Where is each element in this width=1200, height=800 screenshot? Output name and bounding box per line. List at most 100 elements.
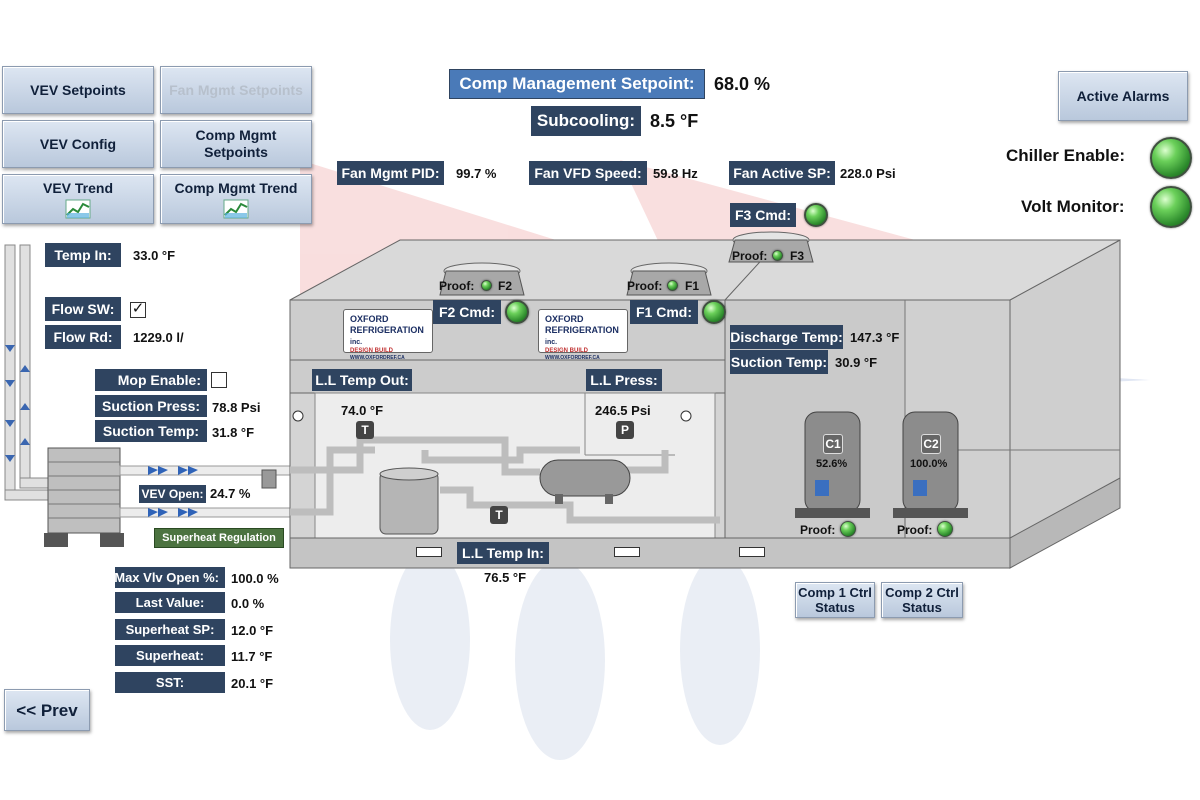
c1-proof-label: Proof: xyxy=(800,523,836,537)
prev-label: << Prev xyxy=(16,700,78,720)
ll-press-label: L.L Press: xyxy=(586,369,662,391)
f3-proof-label: Proof: xyxy=(732,249,768,263)
vev-trend-label: VEV Trend xyxy=(42,180,114,196)
sst-label: SST: xyxy=(115,672,225,693)
comp-mgmt-trend-button[interactable]: Comp Mgmt Trend xyxy=(160,174,312,224)
base-slot xyxy=(614,547,640,557)
f2-proof-indicator xyxy=(481,280,492,291)
inlet-pipes xyxy=(4,244,51,501)
heat-exchanger xyxy=(44,447,124,547)
logo-tagline: DESIGN BUILD xyxy=(545,348,589,354)
compressor-c2 xyxy=(893,411,968,518)
superheat-regulation-button[interactable]: Superheat Regulation xyxy=(154,528,284,548)
receiver-tank xyxy=(379,467,439,535)
comp1-status-line2: Status xyxy=(815,600,855,615)
comp1-ctrl-status-button[interactable]: Comp 1 Ctrl Status xyxy=(795,582,875,618)
vev-open-value: 24.7 % xyxy=(210,486,251,501)
comp-mgmt-setpoints-button[interactable]: Comp Mgmt Setpoints xyxy=(160,120,312,168)
f1-name: F1 xyxy=(685,279,700,293)
logo-suffix: inc. xyxy=(350,339,363,346)
ll-temp-in-sensor-icon: T xyxy=(490,506,508,524)
f1-proof-indicator xyxy=(667,280,678,291)
comp-mgmt-setpoint-label: Comp Management Setpoint: xyxy=(449,69,705,99)
chiller-enable-indicator xyxy=(1150,137,1192,179)
c2-proof-indicator xyxy=(937,521,953,537)
suction-press-value: 78.8 Psi xyxy=(212,400,261,415)
f3-proof-indicator xyxy=(772,250,783,261)
f3-name: F3 xyxy=(790,249,805,263)
vev-setpoints-button[interactable]: VEV Setpoints xyxy=(2,66,154,114)
fan-mgmt-pid-value: 99.7 % xyxy=(456,166,497,181)
comp1-status-line1: Comp 1 Ctrl xyxy=(798,585,872,600)
suction-pipes xyxy=(119,465,291,518)
logo-tagline: DESIGN BUILD xyxy=(350,348,394,354)
superheat-label: Superheat: xyxy=(115,645,225,666)
f2-cmd-label: F2 Cmd: xyxy=(433,300,501,324)
internal-piping xyxy=(290,436,720,524)
fan-f3-icon xyxy=(728,231,814,263)
logo-line2: REFRIGERATION xyxy=(350,325,424,335)
ll-temp-out-sensor-icon: T xyxy=(356,421,374,439)
fan-vfd-speed-label: Fan VFD Speed: xyxy=(529,161,647,185)
comp-mgmt-setpoints-label-2: Setpoints xyxy=(204,144,268,160)
temp-in-value: 33.0 °F xyxy=(133,248,176,263)
f1-cmd-indicator xyxy=(702,300,726,324)
vev-trend-button[interactable]: VEV Trend xyxy=(2,174,154,224)
active-alarms-button[interactable]: Active Alarms xyxy=(1058,71,1188,121)
f3-cmd-label: F3 Cmd: xyxy=(730,203,796,227)
liquid-receiver xyxy=(539,459,631,504)
fan-active-sp-label: Fan Active SP: xyxy=(729,161,835,185)
f2-name: F2 xyxy=(498,279,513,293)
fan-mgmt-pid-label: Fan Mgmt PID: xyxy=(337,161,444,185)
compressor-c1 xyxy=(795,411,870,518)
suction-temp-comp-value: 30.9 °F xyxy=(835,355,878,370)
discharge-temp-value: 147.3 °F xyxy=(850,330,900,345)
prev-button[interactable]: << Prev xyxy=(4,689,90,731)
unit-base xyxy=(289,537,1011,569)
last-value-label: Last Value: xyxy=(115,592,225,613)
suction-press-label: Suction Press: xyxy=(95,395,207,417)
vev-config-label: VEV Config xyxy=(39,135,117,152)
trend-chart-icon xyxy=(223,199,249,219)
base-slot xyxy=(739,547,765,557)
ll-press-value: 246.5 Psi xyxy=(595,403,651,418)
mop-enable-checkbox[interactable] xyxy=(211,372,227,388)
ll-press-sensor-icon: P xyxy=(616,421,634,439)
logo-line1: OXFORD xyxy=(350,314,389,324)
logo-line2: REFRIGERATION xyxy=(545,325,619,335)
superheat-sp-label: Superheat SP: xyxy=(115,619,225,640)
ll-temp-out-value: 74.0 °F xyxy=(341,403,384,418)
trend-chart-icon xyxy=(65,199,91,219)
logo-suffix: inc. xyxy=(545,339,558,346)
vev-setpoints-label: VEV Setpoints xyxy=(30,81,126,98)
comp2-status-line2: Status xyxy=(902,600,942,615)
volt-monitor-label: Volt Monitor: xyxy=(1021,197,1125,216)
last-value-value: 0.0 % xyxy=(231,596,265,611)
fan-mgmt-setpoints-label: Fan Mgmt Setpoints xyxy=(169,81,303,98)
comp-mgmt-setpoints-label-1: Comp Mgmt xyxy=(195,127,277,143)
flow-sw-label: Flow SW: xyxy=(45,297,121,321)
superheat-sp-value: 12.0 °F xyxy=(231,623,274,638)
base-slot xyxy=(416,547,442,557)
max-vlv-open-label: Max Vlv Open %: xyxy=(114,567,225,588)
logo-url: WWW.OXFORDREF.CA xyxy=(350,355,405,361)
vev-config-button[interactable]: VEV Config xyxy=(2,120,154,168)
f1-proof-label: Proof: xyxy=(627,279,663,293)
temp-in-label: Temp In: xyxy=(45,243,121,267)
vev-open-label: VEV Open: xyxy=(139,485,206,503)
comp2-status-line1: Comp 2 Ctrl xyxy=(885,585,959,600)
mop-enable-label: Mop Enable: xyxy=(95,369,207,391)
fan-mgmt-setpoints-button[interactable]: Fan Mgmt Setpoints xyxy=(160,66,312,114)
comp2-ctrl-status-button[interactable]: Comp 2 Ctrl Status xyxy=(881,582,963,618)
volt-monitor-indicator xyxy=(1150,186,1192,228)
f1-cmd-label: F1 Cmd: xyxy=(630,300,698,324)
ll-temp-in-label: L.L Temp In: xyxy=(457,542,549,564)
subcooling-value: 8.5 °F xyxy=(650,111,699,131)
flow-sw-checkbox[interactable]: ✓ xyxy=(130,300,146,318)
comp-mgmt-trend-label: Comp Mgmt Trend xyxy=(174,180,298,196)
fan-vfd-speed-value: 59.8 Hz xyxy=(653,166,698,181)
oxford-logo-1: OXFORD REFRIGERATION inc. DESIGN BUILD W… xyxy=(343,309,433,361)
comp-mgmt-setpoint-value: 68.0 % xyxy=(714,74,771,94)
logo-url: WWW.OXFORDREF.CA xyxy=(545,355,600,361)
compressor-c1-tag: C1 xyxy=(823,434,843,454)
